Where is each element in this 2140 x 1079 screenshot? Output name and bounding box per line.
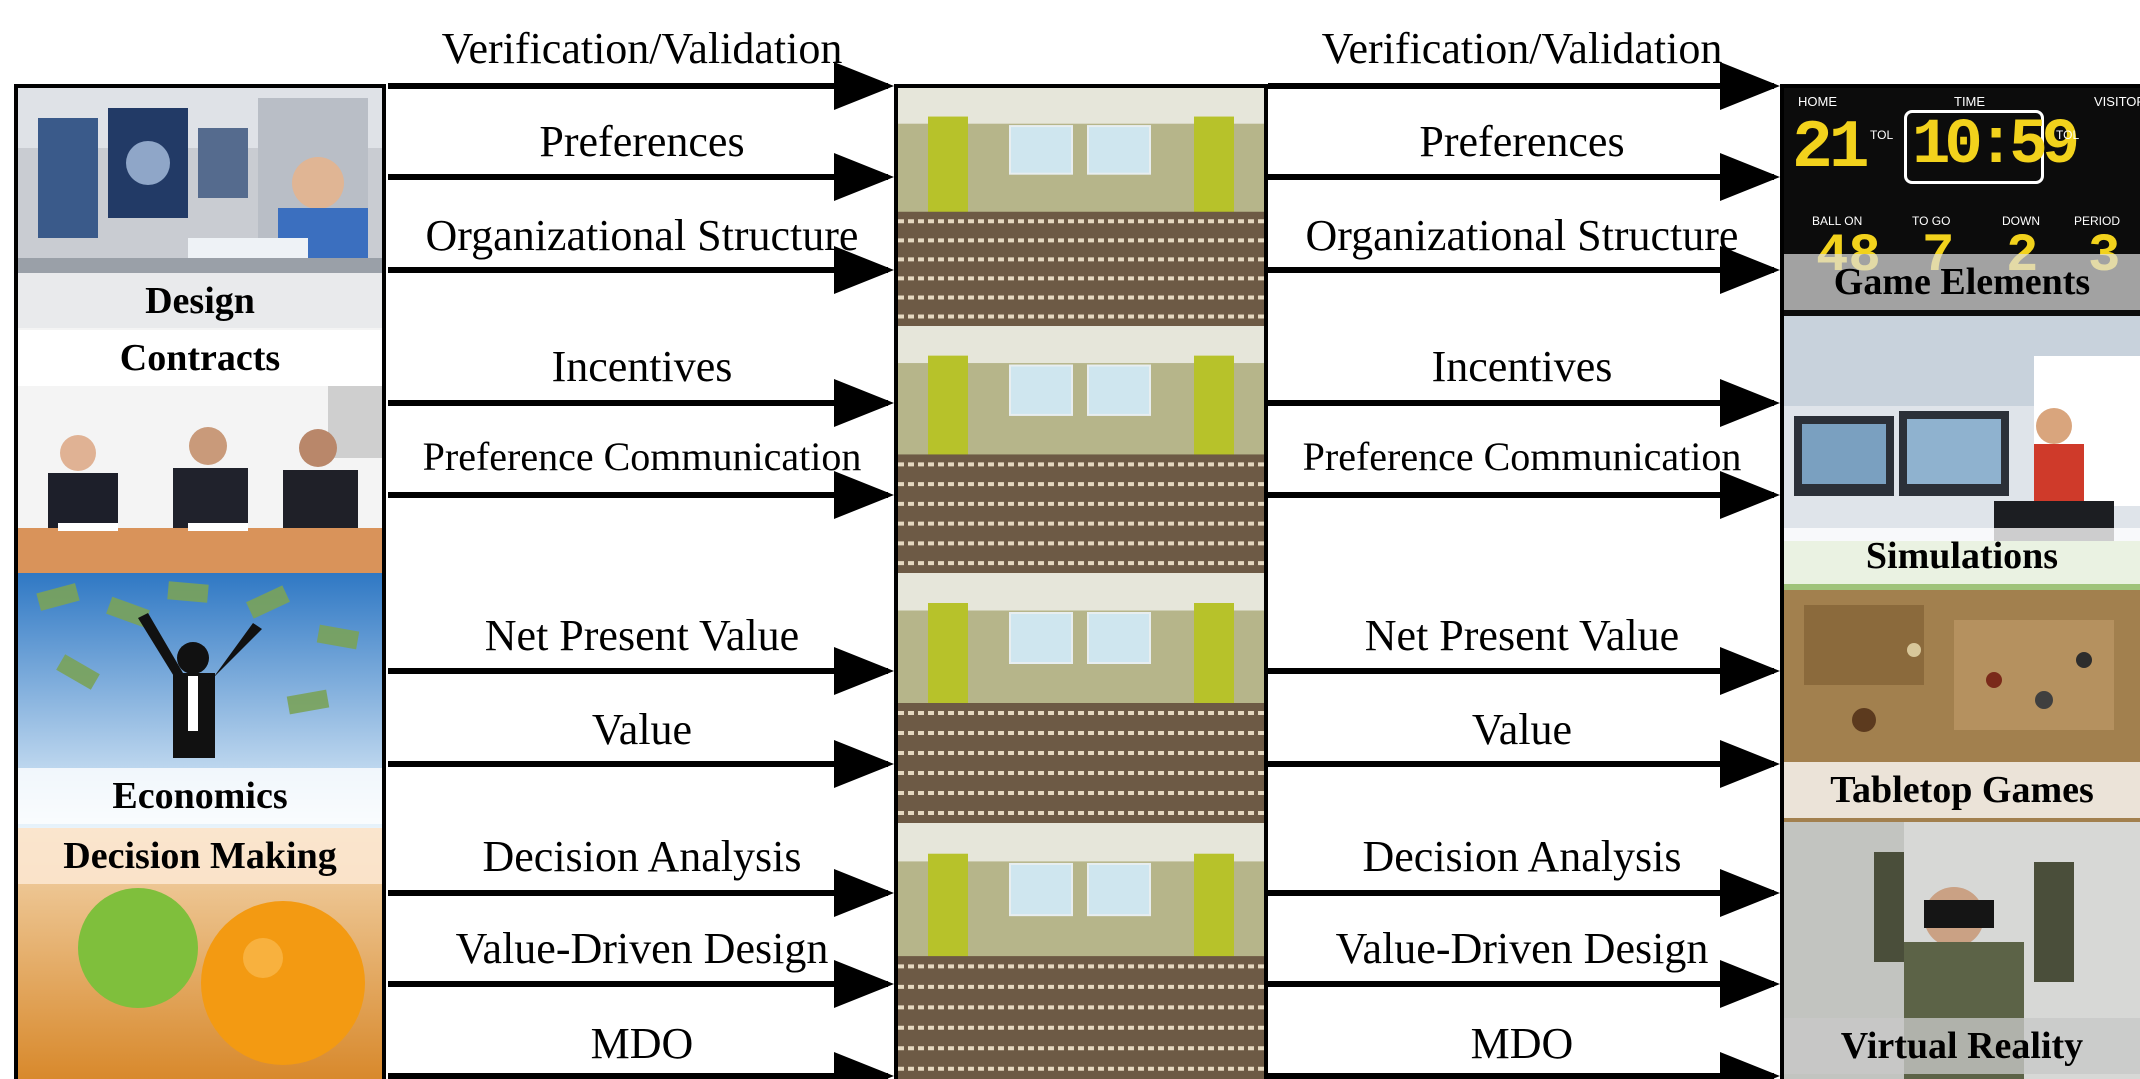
scoreboard-period-label: PERIOD [2074,214,2121,228]
left-flow-label-5: Preference Communication [422,434,862,480]
scoreboard-clock: 10:59 [1912,110,2080,182]
design-photo: Design [18,88,382,328]
caption-decision-making: Decision Making [18,828,382,884]
right-flow-label-9: Value-Driven Design [1335,923,1709,973]
left-flow-label-8: Decision Analysis [482,831,802,881]
simulations-photo: Simulations [1784,316,2140,590]
lecture-hall-image-4 [898,823,1264,1079]
decision-making-photo: Decision Making [18,828,382,1079]
left-flow-label-4: Incentives [551,341,733,391]
right-flow-label-8: Decision Analysis [1362,831,1682,881]
right-flow-label-2: Preferences [1419,116,1625,166]
left-flow-label-6: Net Present Value [484,610,800,660]
scoreboard-home-score: 21 [1792,110,1870,187]
right-flow-label-7: Value [1471,704,1573,754]
lecture-hall-image-2 [898,326,1264,573]
economics-photo: Economics [18,573,382,828]
left-flow-label-7: Value [591,704,693,754]
caption-game-elements: Game Elements [1784,254,2140,310]
right-flow-label-4: Incentives [1431,341,1613,391]
caption-economics: Economics [18,768,382,824]
right-flow-label-1: Verification/Validation [1321,23,1723,73]
scoreboard-home-label: HOME [1798,94,1837,109]
scoreboard-down-label: DOWN [2002,214,2040,228]
lecture-hall-image-3 [898,573,1264,823]
virtual-reality-photo: Virtual Reality [1784,822,2140,1079]
right-flow-label-5: Preference Communication [1302,434,1742,480]
left-flow-label-10: MDO [590,1018,694,1068]
scoreboard-ball-on-label: BALL ON [1812,214,1863,228]
left-flow-label-3: Organizational Structure [425,210,859,260]
scoreboard-to-go-label: TO GO [1912,214,1951,228]
caption-virtual-reality: Virtual Reality [1784,1018,2140,1074]
right-flow-label-10: MDO [1470,1018,1574,1068]
right-flow-label-3: Organizational Structure [1305,210,1739,260]
left-flow-label-2: Preferences [539,116,745,166]
scoreboard-tol-left: TOL [1870,128,1894,142]
right-flow-label-6: Net Present Value [1364,610,1680,660]
left-flow-label-9: Value-Driven Design [455,923,829,973]
scoreboard-tol-right: TOL [2056,128,2080,142]
caption-simulations: Simulations [1784,528,2140,584]
scoreboard-visitor-label: VISITOR [2094,94,2140,109]
lecture-hall-image-1 [898,88,1264,326]
lecture-hall-images [898,88,1264,1079]
caption-tabletop-games: Tabletop Games [1784,762,2140,818]
center-lecture-column [898,88,1264,1079]
scoreboard-time-label: TIME [1954,94,1986,109]
game-elements-photo: HOME TIME VISITOR 21 TOL 10:59 TOL BALL … [1784,88,2140,316]
contracts-photo: Contracts [18,328,382,573]
caption-design: Design [18,273,382,328]
tabletop-games-photo: Tabletop Games [1784,590,2140,822]
left-flow-label-1: Verification/Validation [441,23,843,73]
caption-contracts: Contracts [18,330,382,386]
